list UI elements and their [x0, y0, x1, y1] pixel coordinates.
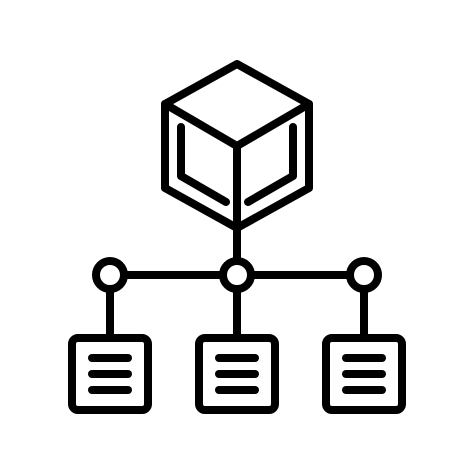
document-list-icon-left — [68, 334, 152, 414]
connector-node-icon-right — [346, 257, 382, 293]
cube-icon — [161, 60, 313, 232]
cube-top-edge — [161, 100, 313, 150]
connector-node-icon-left — [92, 257, 128, 293]
document-frame — [68, 334, 152, 414]
cube-right-inner-line — [244, 123, 297, 206]
connector-lines — [106, 224, 368, 342]
connector-node-icon-center — [219, 257, 255, 293]
document-list-icon-center — [195, 334, 279, 414]
connector-nodes — [92, 257, 382, 293]
cube-left-inner-line — [177, 123, 230, 206]
document-list-icon-right — [322, 334, 406, 414]
document-frame — [195, 334, 279, 414]
document-frame — [322, 334, 406, 414]
